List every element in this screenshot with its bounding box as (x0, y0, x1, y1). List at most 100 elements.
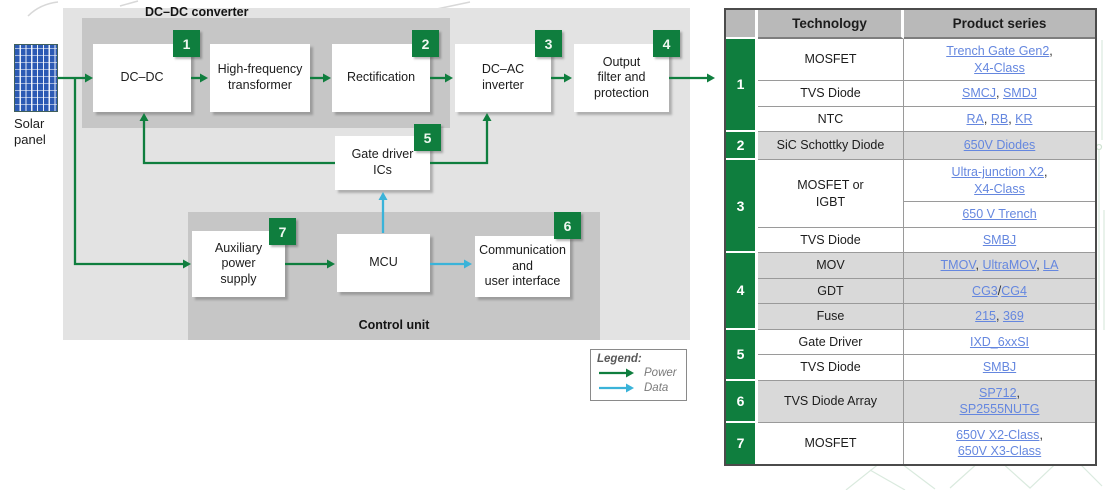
block-communication-ui: Communication and user interface (475, 236, 570, 297)
product-series-cell: RA, RB, KR (904, 107, 1095, 132)
separator-text: , (996, 309, 1003, 324)
table-row: 650 V Trench (726, 202, 1095, 228)
header-technology: Technology (758, 10, 904, 39)
product-link[interactable]: TMOV (940, 258, 976, 273)
block-aux-power-supply: Auxiliary power supply (192, 231, 285, 297)
block-mcu: MCU (337, 234, 430, 292)
group-number-cell: 5 (726, 329, 758, 381)
separator-text: , (983, 111, 991, 126)
data-arrow-icon (599, 383, 634, 392)
block-rectification: Rectification (332, 44, 430, 112)
header-number-cell (726, 10, 758, 39)
product-link[interactable]: Ultra-junction X2 (951, 165, 1044, 180)
product-link[interactable]: SP712 (978, 385, 1017, 400)
product-link[interactable]: LA (1043, 258, 1059, 273)
group-number-cell: 2 (726, 132, 758, 161)
group-number-cell: 3 (726, 160, 758, 254)
technology-cell: Gate Driver (758, 329, 904, 356)
table-header-row: Technology Product series (726, 10, 1095, 39)
table-row: TVS Diode SMBJ (726, 227, 1095, 254)
separator-text: , (1008, 111, 1016, 126)
product-link[interactable]: 369 (1002, 309, 1024, 324)
product-link[interactable]: KR (1015, 111, 1033, 126)
product-series-cell: SMCJ, SMDJ (904, 81, 1095, 107)
badge-1: 1 (173, 30, 200, 57)
separator-text: , (996, 86, 1003, 100)
technology-cell: MOSFET (758, 422, 904, 464)
product-link[interactable]: X4-Class (974, 181, 1025, 196)
product-link[interactable]: 215 (975, 309, 997, 324)
product-series-cell: SMBJ (904, 355, 1095, 381)
product-link[interactable]: CG3 (972, 283, 998, 298)
technology-cell: GDT (758, 278, 904, 305)
group-number-cell: 6 (726, 380, 758, 423)
product-link[interactable]: SMDJ (1002, 86, 1037, 100)
badge-7: 7 (269, 218, 296, 245)
technology-cell: MOSFET (758, 39, 904, 81)
product-series-cell: 650V Diodes (904, 132, 1095, 161)
product-series-cell: 650V X2-Class,650V X3-Class (904, 423, 1095, 464)
power-arrow-icon (599, 368, 634, 377)
product-link[interactable]: 650V X3-Class (957, 444, 1042, 459)
product-link[interactable]: UltraMOV (982, 258, 1037, 273)
dcdc-converter-title: DC–DC converter (145, 5, 249, 19)
legend-data-label: Data (644, 381, 669, 394)
separator-text: , (1036, 258, 1044, 273)
group-number-cell: 4 (726, 253, 758, 330)
product-link[interactable]: SMBJ (982, 360, 1017, 375)
technology-cell: TVS Diode (758, 81, 904, 107)
technology-cell: Fuse (758, 304, 904, 330)
product-link[interactable]: RA (966, 111, 984, 126)
product-link[interactable]: 650V Diodes (963, 138, 1036, 153)
product-link[interactable]: SMBJ (982, 232, 1017, 247)
badge-4: 4 (653, 30, 680, 57)
technology-cell: TVS Diode Array (758, 380, 904, 423)
product-link[interactable]: X4-Class (974, 60, 1025, 75)
group-number-cell: 7 (726, 422, 758, 464)
separator-text: / (997, 283, 1002, 298)
product-link[interactable]: 650V X2-Class (956, 427, 1040, 442)
technology-cell: MOV (758, 253, 904, 279)
badge-6: 6 (554, 212, 581, 239)
product-series-cell: Ultra-junction X2, X4-Class (904, 160, 1095, 203)
block-hf-transformer: High-frequency transformer (210, 44, 310, 112)
product-series-cell: SMBJ (904, 228, 1095, 254)
product-series-cell: 650 V Trench (904, 202, 1095, 228)
solar-panel-label: Solar panel (14, 116, 46, 148)
legend-power-label: Power (644, 366, 677, 379)
badge-2: 2 (412, 30, 439, 57)
product-link[interactable]: RB (990, 111, 1009, 126)
header-product-series: Product series (904, 10, 1095, 39)
technology-cell: NTC (758, 106, 904, 132)
badge-5: 5 (414, 124, 441, 151)
product-series-cell: CG3/CG4 (904, 278, 1095, 305)
technology-cell: MOSFET or IGBT (758, 160, 904, 228)
product-link[interactable]: IXD_6xxSI (969, 334, 1030, 349)
product-link[interactable]: SMCJ (961, 86, 997, 100)
control-unit-title: Control unit (358, 318, 430, 332)
product-series-cell: IXD_6xxSI (904, 330, 1095, 356)
product-link[interactable]: Trench Gate Gen2 (946, 44, 1050, 58)
legend-item-power: Power (597, 365, 680, 380)
legend-title: Legend: (597, 353, 642, 365)
product-link[interactable]: CG4 (1001, 283, 1027, 298)
product-link[interactable]: 650 V Trench (962, 207, 1037, 222)
separator-text: , (1016, 385, 1020, 400)
technology-cell: SiC Schottky Diode (758, 132, 904, 161)
separator-text: , (1043, 165, 1048, 180)
product-series-cell: 215, 369 (904, 304, 1095, 330)
technology-cell: TVS Diode (758, 227, 904, 254)
legend-item-data: Data (597, 380, 680, 395)
product-link[interactable]: SP2555NUTG (959, 402, 1040, 417)
